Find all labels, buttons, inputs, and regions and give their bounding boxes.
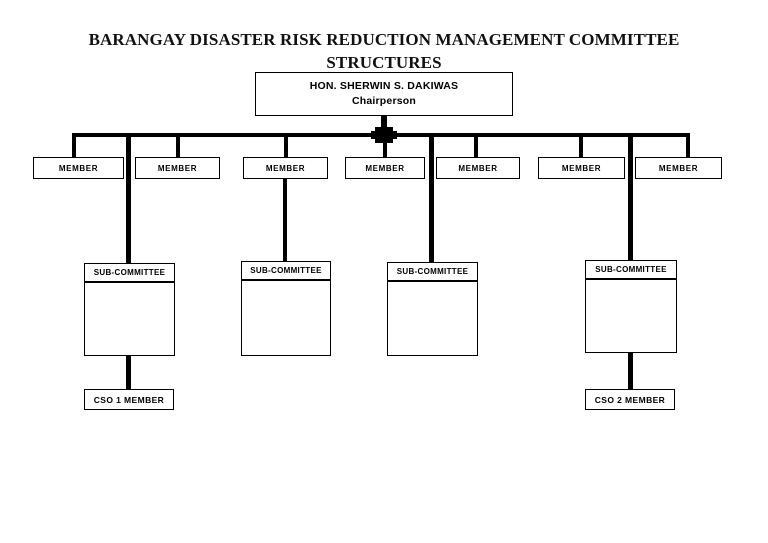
- member-box-4[interactable]: MEMBER: [345, 157, 425, 179]
- connector-bus-to-member-6: [579, 133, 583, 159]
- page-title-line-2: STRUCTURES: [326, 53, 442, 72]
- member-label-4: MEMBER: [365, 163, 405, 173]
- connector-bus-left-end: [72, 133, 76, 159]
- cso-box-1[interactable]: CSO 1 MEMBER: [84, 389, 174, 410]
- member-label-6: MEMBER: [561, 163, 602, 173]
- member-box-5[interactable]: MEMBER: [436, 157, 520, 179]
- page-title: BARANGAY DISASTER RISK REDUCTION MANAGEM…: [0, 28, 768, 74]
- member-box-3[interactable]: MEMBER: [243, 157, 328, 179]
- connector-subcommittee-1-to-cso-1: [126, 356, 131, 390]
- page-title-line-1: BARANGAY DISASTER RISK REDUCTION MANAGEM…: [88, 30, 680, 49]
- connector-bus-to-member-4: [383, 133, 387, 159]
- connector-to-subcommittee-4: [628, 137, 633, 262]
- connector-subcommittee-4-to-cso-2: [628, 353, 633, 389]
- subcommittee-body-4[interactable]: [585, 279, 677, 353]
- subcommittee-header-4[interactable]: SUB-COMMITTEE: [585, 260, 677, 279]
- subcommittee-header-1[interactable]: SUB-COMMITTEE: [84, 263, 175, 282]
- subcommittee-label-3: SUB-COMMITTEE: [396, 267, 469, 276]
- chairperson-name: HON. SHERWIN S. DAKIWAS: [309, 80, 459, 92]
- member-box-6[interactable]: MEMBER: [538, 157, 625, 179]
- chairperson-box[interactable]: HON. SHERWIN S. DAKIWAS Chairperson: [255, 72, 513, 116]
- subcommittee-label-2: SUB-COMMITTEE: [250, 266, 322, 275]
- bus-center-junction-wide: [371, 131, 397, 139]
- member-box-7[interactable]: MEMBER: [635, 157, 722, 179]
- connector-chair-to-bus: [381, 115, 387, 137]
- chairperson-role: Chairperson: [351, 95, 417, 107]
- connector-bus-right-end: [686, 133, 690, 159]
- subcommittee-body-2[interactable]: [241, 280, 331, 356]
- subcommittee-label-4: SUB-COMMITTEE: [595, 265, 667, 274]
- member-label-3: MEMBER: [265, 163, 306, 173]
- connector-to-subcommittee-2: [283, 179, 287, 266]
- member-label-5: MEMBER: [458, 163, 498, 173]
- connector-to-subcommittee-3: [429, 137, 434, 264]
- subcommittee-label-1: SUB-COMMITTEE: [93, 268, 166, 277]
- subcommittee-header-3[interactable]: SUB-COMMITTEE: [387, 262, 478, 281]
- member-box-1[interactable]: MEMBER: [33, 157, 124, 179]
- connector-bus-to-member-5: [474, 133, 478, 159]
- subcommittee-body-1[interactable]: [84, 282, 175, 356]
- connector-bus-to-member-2: [176, 133, 180, 159]
- connector-bus-to-member-3: [284, 133, 288, 159]
- member-label-7: MEMBER: [658, 163, 699, 173]
- member-box-2[interactable]: MEMBER: [135, 157, 220, 179]
- connector-to-subcommittee-1: [126, 137, 131, 264]
- cso-label-1: CSO 1 MEMBER: [93, 394, 165, 405]
- member-label-2: MEMBER: [157, 163, 198, 173]
- member-label-1: MEMBER: [58, 163, 99, 173]
- subcommittee-header-2[interactable]: SUB-COMMITTEE: [241, 261, 331, 280]
- subcommittee-body-3[interactable]: [387, 281, 478, 356]
- cso-box-2[interactable]: CSO 2 MEMBER: [585, 389, 675, 410]
- cso-label-2: CSO 2 MEMBER: [594, 394, 666, 405]
